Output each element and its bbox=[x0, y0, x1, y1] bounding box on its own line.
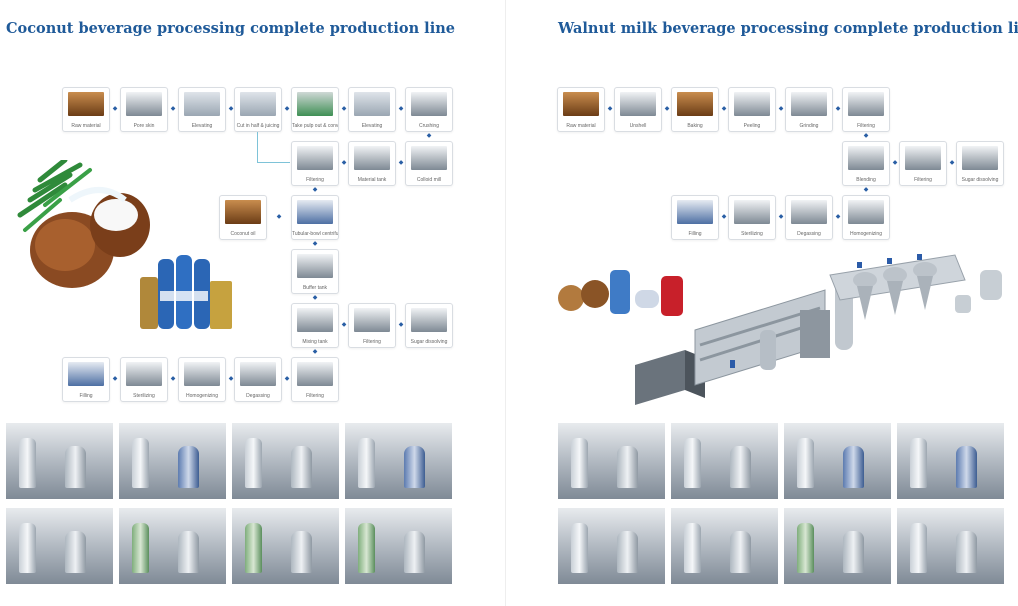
step-homogenizing: Homogenizing bbox=[178, 357, 226, 402]
left-arrow-icon: ◆ bbox=[170, 376, 176, 382]
left-arrow-icon: ◆ bbox=[276, 214, 282, 220]
right-arrow-icon: ◆ bbox=[892, 160, 898, 166]
left-arrow-icon: ◆ bbox=[284, 376, 290, 382]
left-arrow-icon: ◆ bbox=[341, 322, 347, 328]
step-peeling: Peeling bbox=[728, 87, 776, 132]
factory-photo bbox=[231, 507, 340, 585]
step-blending: Blending bbox=[842, 141, 890, 186]
factory-photo bbox=[670, 422, 779, 500]
page-divider bbox=[505, 0, 506, 606]
right-arrow-icon: ◆ bbox=[228, 106, 234, 112]
step-sterilizing: Sterilizing bbox=[728, 195, 776, 240]
right-arrow-icon: ◆ bbox=[664, 106, 670, 112]
step-sugar-dissolving: Sugar dissolving bbox=[956, 141, 1004, 186]
right-arrow-icon: ◆ bbox=[112, 106, 118, 112]
left-arrow-icon: ◆ bbox=[721, 214, 727, 220]
step-colloid-mill: Colloid mill bbox=[405, 141, 453, 186]
step-crushing: Crushing bbox=[405, 87, 453, 132]
down-arrow-icon: ◆ bbox=[863, 187, 869, 193]
factory-photo bbox=[896, 422, 1005, 500]
step-filtering: Filtering bbox=[842, 87, 890, 132]
coconut-illustration bbox=[17, 160, 150, 288]
left-arrow-icon: ◆ bbox=[398, 322, 404, 328]
step-buffer-tank: Buffer tank bbox=[291, 249, 339, 294]
step-baking: Baking bbox=[671, 87, 719, 132]
factory-photo bbox=[118, 422, 227, 500]
factory-photo bbox=[557, 422, 666, 500]
factory-photo bbox=[5, 422, 114, 500]
factory-photo bbox=[344, 507, 453, 585]
coconut-products bbox=[140, 255, 232, 329]
step-material-tank: Material tank bbox=[348, 141, 396, 186]
step-filling: Filling bbox=[62, 357, 110, 402]
step-coconut-oil: Coconut oil bbox=[219, 195, 267, 240]
factory-photo bbox=[5, 507, 114, 585]
down-arrow-icon: ◆ bbox=[312, 241, 318, 247]
factory-photo bbox=[783, 422, 892, 500]
step-homogenizing: Homogenizing bbox=[842, 195, 890, 240]
down-arrow-icon: ◆ bbox=[426, 133, 432, 139]
right-arrow-icon: ◆ bbox=[398, 106, 404, 112]
factory-photo bbox=[670, 507, 779, 585]
down-arrow-icon: ◆ bbox=[312, 295, 318, 301]
down-arrow-icon: ◆ bbox=[863, 133, 869, 139]
factory-photo bbox=[896, 507, 1005, 585]
step-elevating: Elevating bbox=[178, 87, 226, 132]
step-take-pulp: Take pulp out & convey bbox=[291, 87, 339, 132]
step-pore-skin: Pore skin bbox=[120, 87, 168, 132]
step-cut-half: Cut in half & juicing bbox=[234, 87, 282, 132]
right-arrow-icon: ◆ bbox=[284, 106, 290, 112]
walnut-products bbox=[558, 270, 683, 316]
factory-photo bbox=[557, 507, 666, 585]
coconut-line-title: Coconut beverage processing complete pro… bbox=[6, 20, 455, 37]
down-arrow-icon: ◆ bbox=[312, 187, 318, 193]
right-arrow-icon: ◆ bbox=[778, 106, 784, 112]
left-arrow-icon: ◆ bbox=[112, 376, 118, 382]
coconut-raw-image bbox=[68, 92, 104, 116]
right-arrow-icon: ◆ bbox=[170, 106, 176, 112]
factory-photo bbox=[344, 422, 453, 500]
left-arrow-icon: ◆ bbox=[228, 376, 234, 382]
left-arrow-icon: ◆ bbox=[835, 214, 841, 220]
right-arrow-icon: ◆ bbox=[341, 106, 347, 112]
connector-line bbox=[257, 132, 258, 162]
step-raw-material: Raw material bbox=[62, 87, 110, 132]
step-centrifuge: Tubular-bowl centrifuge bbox=[291, 195, 339, 240]
step-degassing: Degassing bbox=[785, 195, 833, 240]
step-filtering-3: Filtering bbox=[291, 357, 339, 402]
factory-photo bbox=[231, 422, 340, 500]
down-arrow-icon: ◆ bbox=[312, 349, 318, 355]
step-filtering-2: Filtering bbox=[348, 303, 396, 348]
step-degassing: Degassing bbox=[234, 357, 282, 402]
step-sugar-dissolving: Sugar dissolving bbox=[405, 303, 453, 348]
walnut-line-title: Walnut milk beverage processing complete… bbox=[558, 20, 1018, 37]
right-arrow-icon: ◆ bbox=[949, 160, 955, 166]
left-arrow-icon: ◆ bbox=[778, 214, 784, 220]
left-arrow-icon: ◆ bbox=[398, 160, 404, 166]
factory-photo bbox=[783, 507, 892, 585]
step-grinding: Grinding bbox=[785, 87, 833, 132]
step-filtering-2: Filtering bbox=[899, 141, 947, 186]
step-mixing-tank: Mixing tank bbox=[291, 303, 339, 348]
production-line-illustration bbox=[635, 254, 1002, 405]
step-elevating-2: Elevating bbox=[348, 87, 396, 132]
step-filling: Filling bbox=[671, 195, 719, 240]
step-filtering: Filtering bbox=[291, 141, 339, 186]
left-arrow-icon: ◆ bbox=[341, 160, 347, 166]
factory-photo bbox=[118, 507, 227, 585]
connector-line bbox=[257, 162, 290, 163]
step-unshell: Unshell bbox=[614, 87, 662, 132]
right-arrow-icon: ◆ bbox=[721, 106, 727, 112]
step-raw-material: Raw material bbox=[557, 87, 605, 132]
step-sterilizing: Sterilizing bbox=[120, 357, 168, 402]
right-arrow-icon: ◆ bbox=[835, 106, 841, 112]
right-arrow-icon: ◆ bbox=[607, 106, 613, 112]
